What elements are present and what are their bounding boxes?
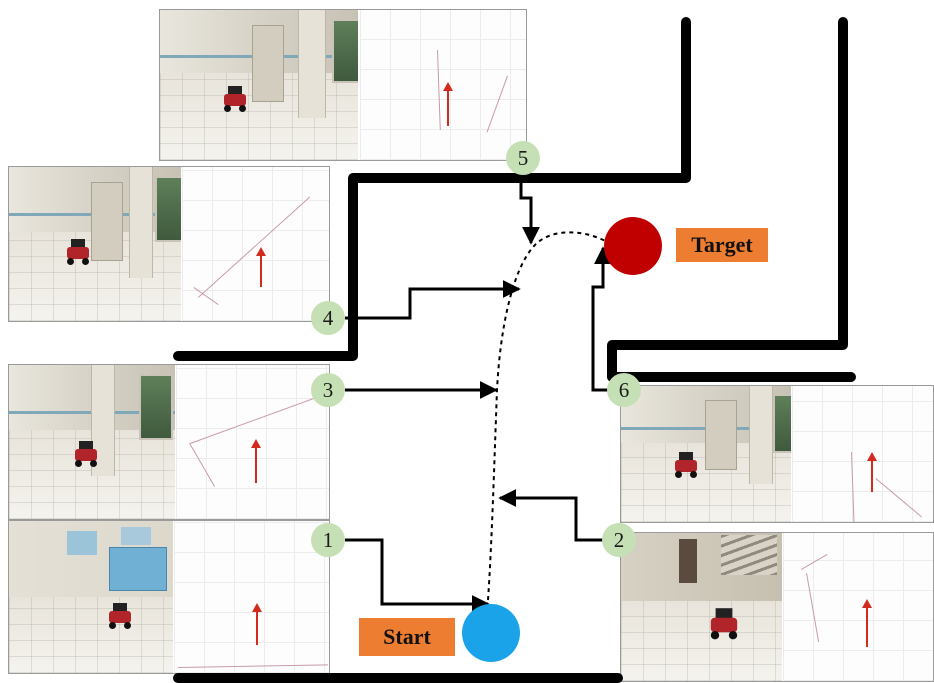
- step-marker-6: 6: [607, 373, 641, 407]
- connector-5: [519, 174, 540, 245]
- step-marker-4: 4: [311, 301, 345, 335]
- connector-2: [498, 489, 604, 542]
- snapshot-panel-1: [8, 520, 330, 674]
- laser-map-5: [360, 10, 526, 160]
- snapshot-panel-4: [8, 166, 330, 322]
- snapshot-panel-6: [620, 385, 934, 523]
- target-circle: [604, 217, 662, 275]
- camera-view-5: [160, 10, 358, 160]
- step-marker-3: 3: [311, 373, 345, 407]
- robot-icon: [708, 608, 739, 640]
- camera-view-1: [9, 521, 173, 673]
- heading-arrow-icon: [252, 603, 262, 645]
- heading-arrow-icon: [443, 82, 453, 126]
- laser-map-2: [783, 533, 933, 681]
- robot-icon: [73, 441, 99, 467]
- laser-map-3: [176, 365, 329, 519]
- laser-map-4: [182, 167, 329, 321]
- wall-upper-right: [607, 17, 856, 382]
- camera-view-6: [621, 386, 791, 522]
- camera-view-2: [621, 533, 782, 681]
- connector-4: [345, 280, 521, 320]
- heading-arrow-icon: [867, 452, 877, 492]
- step-marker-5: 5: [506, 141, 540, 175]
- robot-trajectory: [487, 231, 613, 601]
- snapshot-panel-5: [159, 9, 527, 161]
- laser-map-6: [792, 386, 933, 522]
- robot-icon: [673, 452, 699, 478]
- wall-upper-left: [173, 17, 691, 361]
- laser-map-1: [174, 521, 329, 673]
- step-marker-1: 1: [311, 523, 345, 557]
- camera-view-3: [9, 365, 175, 519]
- target-label: Target: [676, 228, 768, 262]
- start-circle: [462, 604, 520, 662]
- step-marker-2: 2: [602, 523, 636, 557]
- connector-6: [591, 246, 612, 392]
- robot-icon: [65, 239, 91, 265]
- snapshot-panel-3: [8, 364, 330, 520]
- start-label: Start: [359, 618, 455, 656]
- heading-arrow-icon: [251, 439, 261, 483]
- robot-icon: [222, 86, 248, 112]
- heading-arrow-icon: [862, 599, 872, 647]
- snapshot-panel-2: [620, 532, 934, 682]
- robot-icon: [107, 603, 133, 629]
- heading-arrow-icon: [256, 247, 266, 287]
- camera-view-4: [9, 167, 181, 321]
- connector-1: [345, 538, 490, 613]
